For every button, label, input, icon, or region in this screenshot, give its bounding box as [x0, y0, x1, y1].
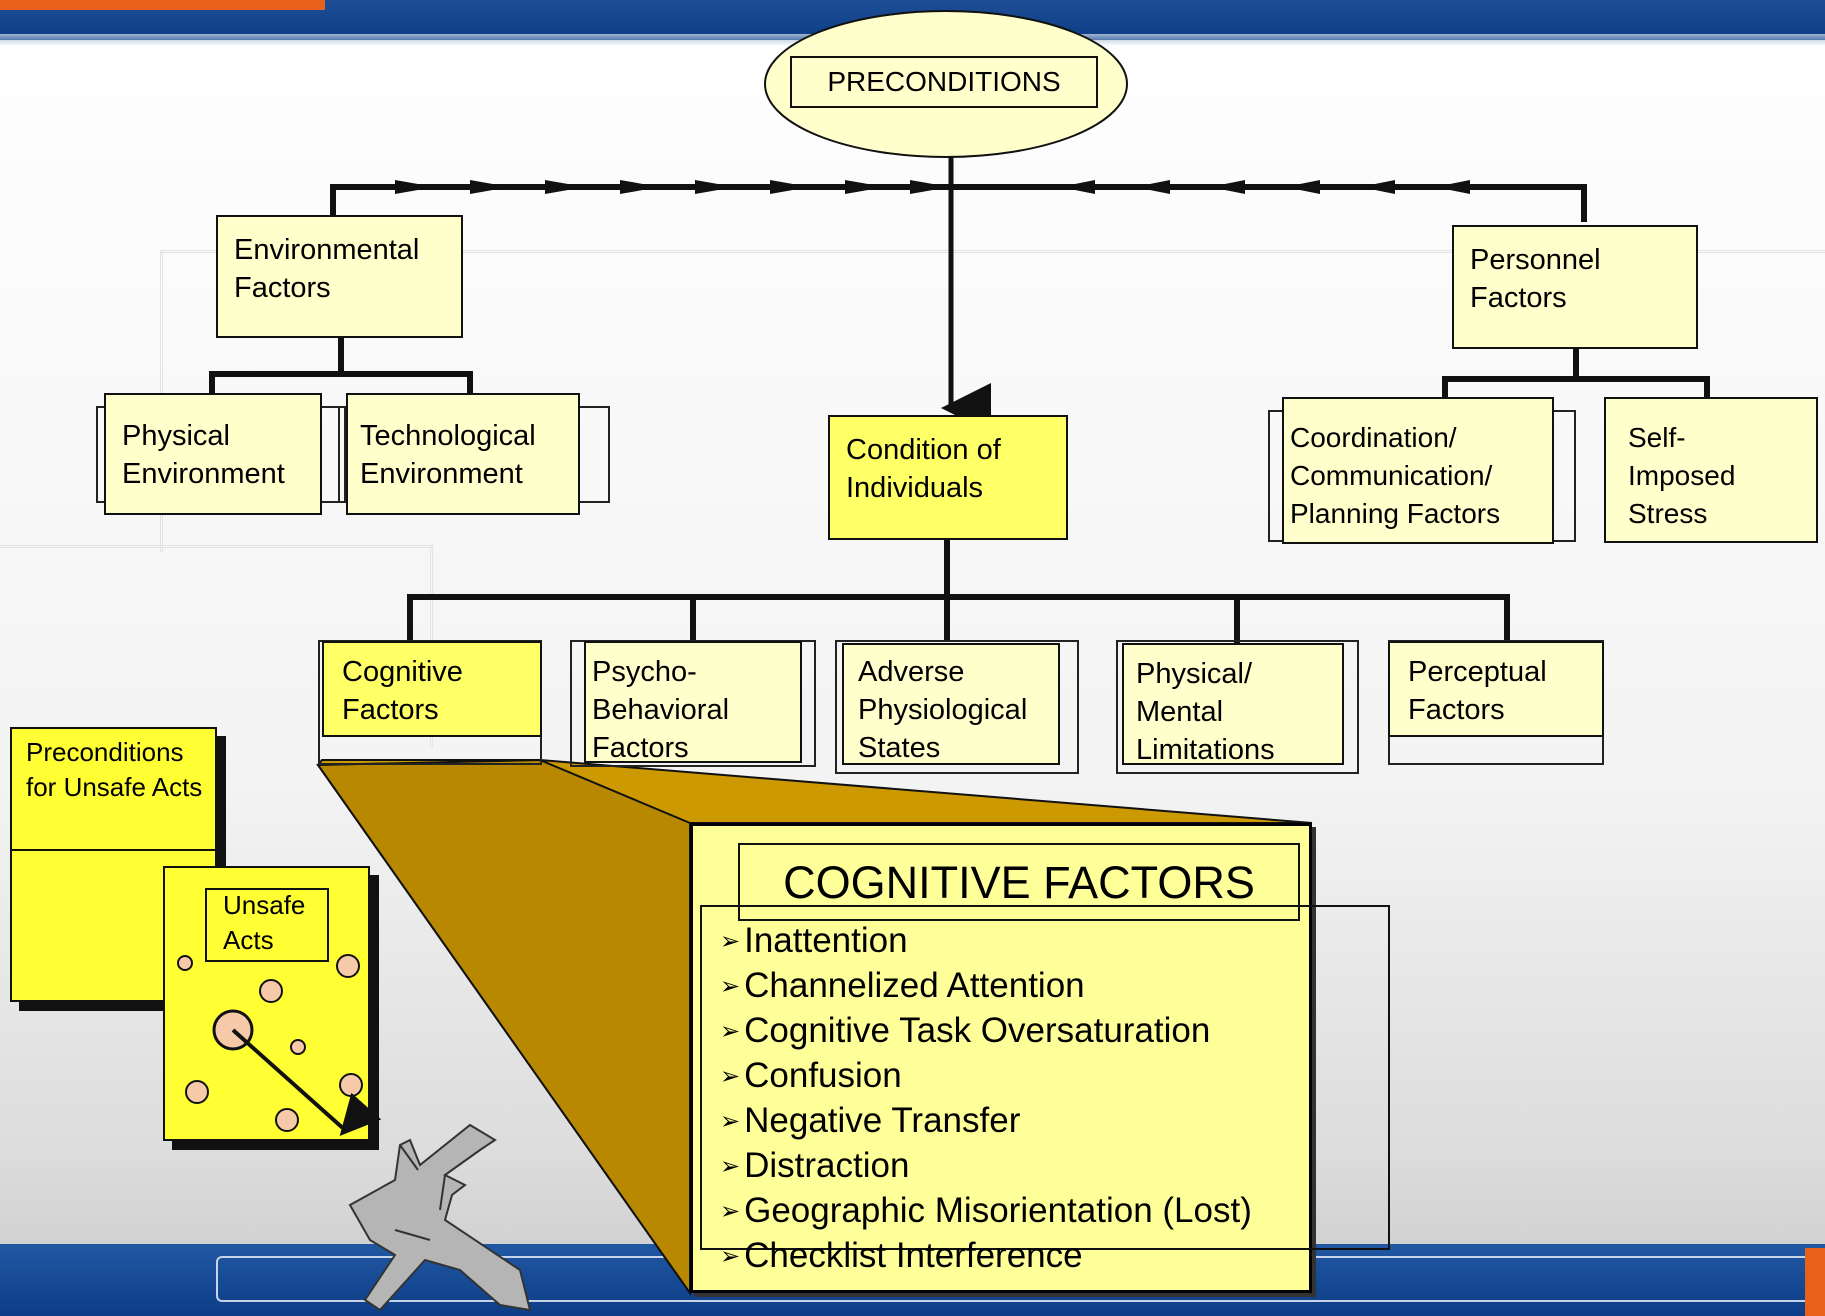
- bus-arrowheads: [395, 180, 1470, 194]
- list-item: Confusion: [720, 1053, 1252, 1098]
- top-orange-accent: [0, 0, 325, 10]
- detail-panel-title: COGNITIVE FACTORS: [738, 843, 1300, 921]
- psycho-behavioral-factors-node: Psycho- Behavioral Factors: [584, 641, 802, 764]
- environmental-factors-node: Environmental Factors: [216, 215, 463, 338]
- cognitive-factors-list: Inattention Channelized Attention Cognit…: [720, 918, 1252, 1278]
- adverse-physiological-shadow-frame: [835, 640, 1079, 774]
- coordination-communication-planning-node: Coordination/ Communication/ Planning Fa…: [1282, 397, 1554, 544]
- list-item: Channelized Attention: [720, 963, 1252, 1008]
- top-bus-line: [330, 184, 1587, 222]
- preconditions-mini-card: Preconditions for Unsafe Acts: [10, 727, 217, 1002]
- personnel-branch: [1442, 349, 1710, 400]
- personnel-factors-node: Personnel Factors: [1452, 225, 1698, 349]
- self-imposed-stress-node: Self- Imposed Stress: [1604, 397, 1818, 543]
- list-item: Cognitive Task Oversaturation: [720, 1008, 1252, 1053]
- list-item: Checklist Interference: [720, 1233, 1252, 1278]
- adverse-physiological-states-node: Adverse Physiological States: [842, 643, 1060, 765]
- bottom-orange-accent: [1805, 1248, 1825, 1316]
- physical-mental-limitations-node: Physical/ Mental Limitations: [1122, 643, 1344, 766]
- list-item: Distraction: [720, 1143, 1252, 1188]
- unsafe-acts-mini-card-label: Unsafe Acts: [223, 890, 306, 955]
- physical-mental-shadow-frame: [1116, 640, 1359, 774]
- physical-environment-node: Physical Environment: [104, 393, 322, 515]
- perceptual-factors-node: Perceptual Factors: [1388, 641, 1604, 737]
- environmental-branch: [209, 338, 473, 396]
- condition-branch: [407, 540, 1510, 648]
- condition-of-individuals-node: Condition of Individuals: [828, 415, 1068, 540]
- background-guide: [0, 545, 432, 548]
- list-item: Geographic Misorientation (Lost): [720, 1188, 1252, 1233]
- list-item: Inattention: [720, 918, 1252, 963]
- cognitive-factors-node: Cognitive Factors: [322, 641, 542, 737]
- root-node-label: PRECONDITIONS: [790, 56, 1098, 108]
- list-item: Negative Transfer: [720, 1098, 1252, 1143]
- technological-environment-node: Technological Environment: [346, 393, 580, 515]
- preconditions-mini-card-label: Preconditions for Unsafe Acts: [26, 737, 203, 802]
